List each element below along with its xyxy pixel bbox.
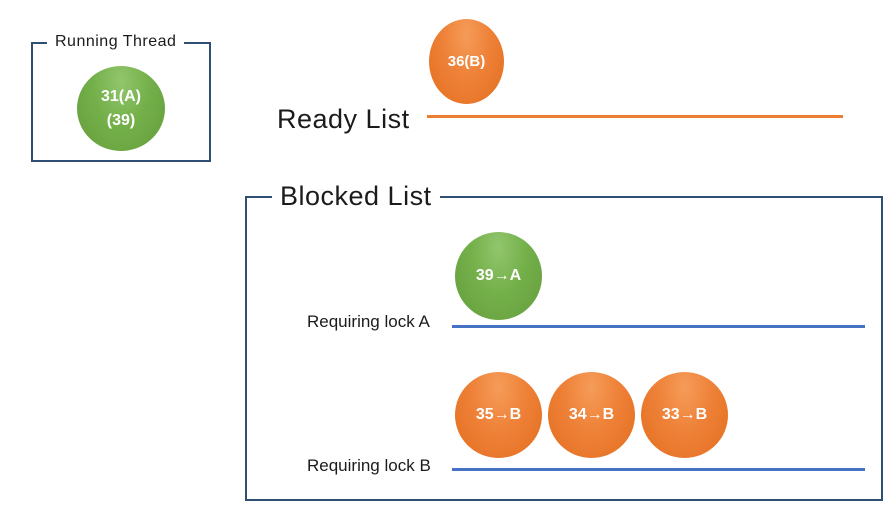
- lock-a-queue-line: [452, 325, 865, 328]
- lock-a-queue-label: Requiring lock A: [307, 312, 430, 331]
- thread-circle-lockB-1: 34→B: [548, 372, 635, 458]
- lock-b-queue-label: Requiring lock B: [307, 456, 431, 475]
- thread-circle-ready-0: 36(B): [429, 19, 504, 104]
- thread-priority: (39): [106, 111, 136, 129]
- thread-id: 33→B: [661, 406, 708, 423]
- blocked-list-box: [245, 196, 883, 501]
- thread-circle-lockA-0: 39→A: [455, 232, 542, 320]
- thread-id: 35→B: [475, 406, 522, 423]
- thread-id: 36(B): [447, 52, 486, 70]
- blocked-list-label: Blocked List: [272, 180, 440, 212]
- thread-id: 34→B: [568, 406, 615, 423]
- running-thread-label: Running Thread: [47, 32, 185, 52]
- thread-circle-lockB-2: 33→B: [641, 372, 728, 458]
- ready-list-line: [427, 115, 843, 118]
- thread-circle-lockB-0: 35→B: [455, 372, 542, 458]
- ready-list-label: Ready List: [277, 104, 410, 134]
- thread-id: 39→A: [475, 267, 522, 284]
- thread-circle-running: 31(A) (39): [77, 66, 165, 151]
- lock-b-queue-line: [452, 468, 865, 471]
- thread-id: 31(A): [100, 87, 141, 105]
